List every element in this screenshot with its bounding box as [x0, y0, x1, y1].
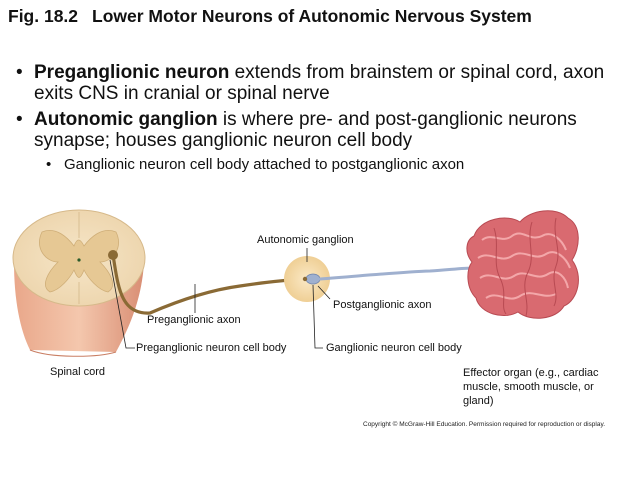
preganglionic-axon-line — [111, 253, 306, 315]
leader-lines — [109, 248, 331, 349]
slide-title: Fig. 18.2 Lower Motor Neurons of Autonomi… — [8, 6, 532, 27]
copyright-notice: Copyright © McGraw-Hill Education. Permi… — [363, 421, 606, 428]
bullet-text: extends from brainstem or spinal cord, a… — [34, 62, 605, 104]
label-preganglionic-cell-body: Preganglionic neuron cell body — [136, 342, 287, 354]
label-autonomic-ganglion: Autonomic ganglion — [257, 234, 354, 246]
label-effector-organ: Effector organ (e.g., cardiac muscle, sm… — [463, 367, 599, 407]
bullet-list: Preganglionic neuron extends from brains… — [16, 62, 616, 174]
spinal-cord — [12, 209, 146, 357]
bullet-term: Preganglionic neuron — [34, 62, 230, 83]
bullet-ganglion: Autonomic ganglion is where pre- and pos… — [16, 109, 616, 151]
bullet-term: Autonomic ganglion — [34, 109, 218, 130]
figure-number: Fig. 18.2 — [8, 6, 79, 26]
label-spinal-cord: Spinal cord — [50, 366, 106, 378]
bullet-preganglionic: Preganglionic neuron extends from brains… — [16, 62, 616, 104]
bullet-text: is where pre- and post-ganglionic neuron… — [34, 109, 577, 151]
synapse-terminal — [302, 276, 308, 282]
postganglionic-axon-line — [318, 266, 476, 281]
effector-organ — [466, 210, 579, 319]
ganglionic-cell-body — [305, 273, 321, 285]
figure-title: Lower Motor Neurons of Autonomic Nervous… — [92, 6, 532, 26]
label-postganglionic-axon: Postganglionic axon — [333, 299, 432, 311]
sub-bullet: Ganglionic neuron cell body attached to … — [16, 156, 616, 174]
label-ganglionic-cell-body: Ganglionic neuron cell body — [326, 342, 462, 354]
label-preganglionic-axon: Preganglionic axon — [147, 314, 241, 326]
